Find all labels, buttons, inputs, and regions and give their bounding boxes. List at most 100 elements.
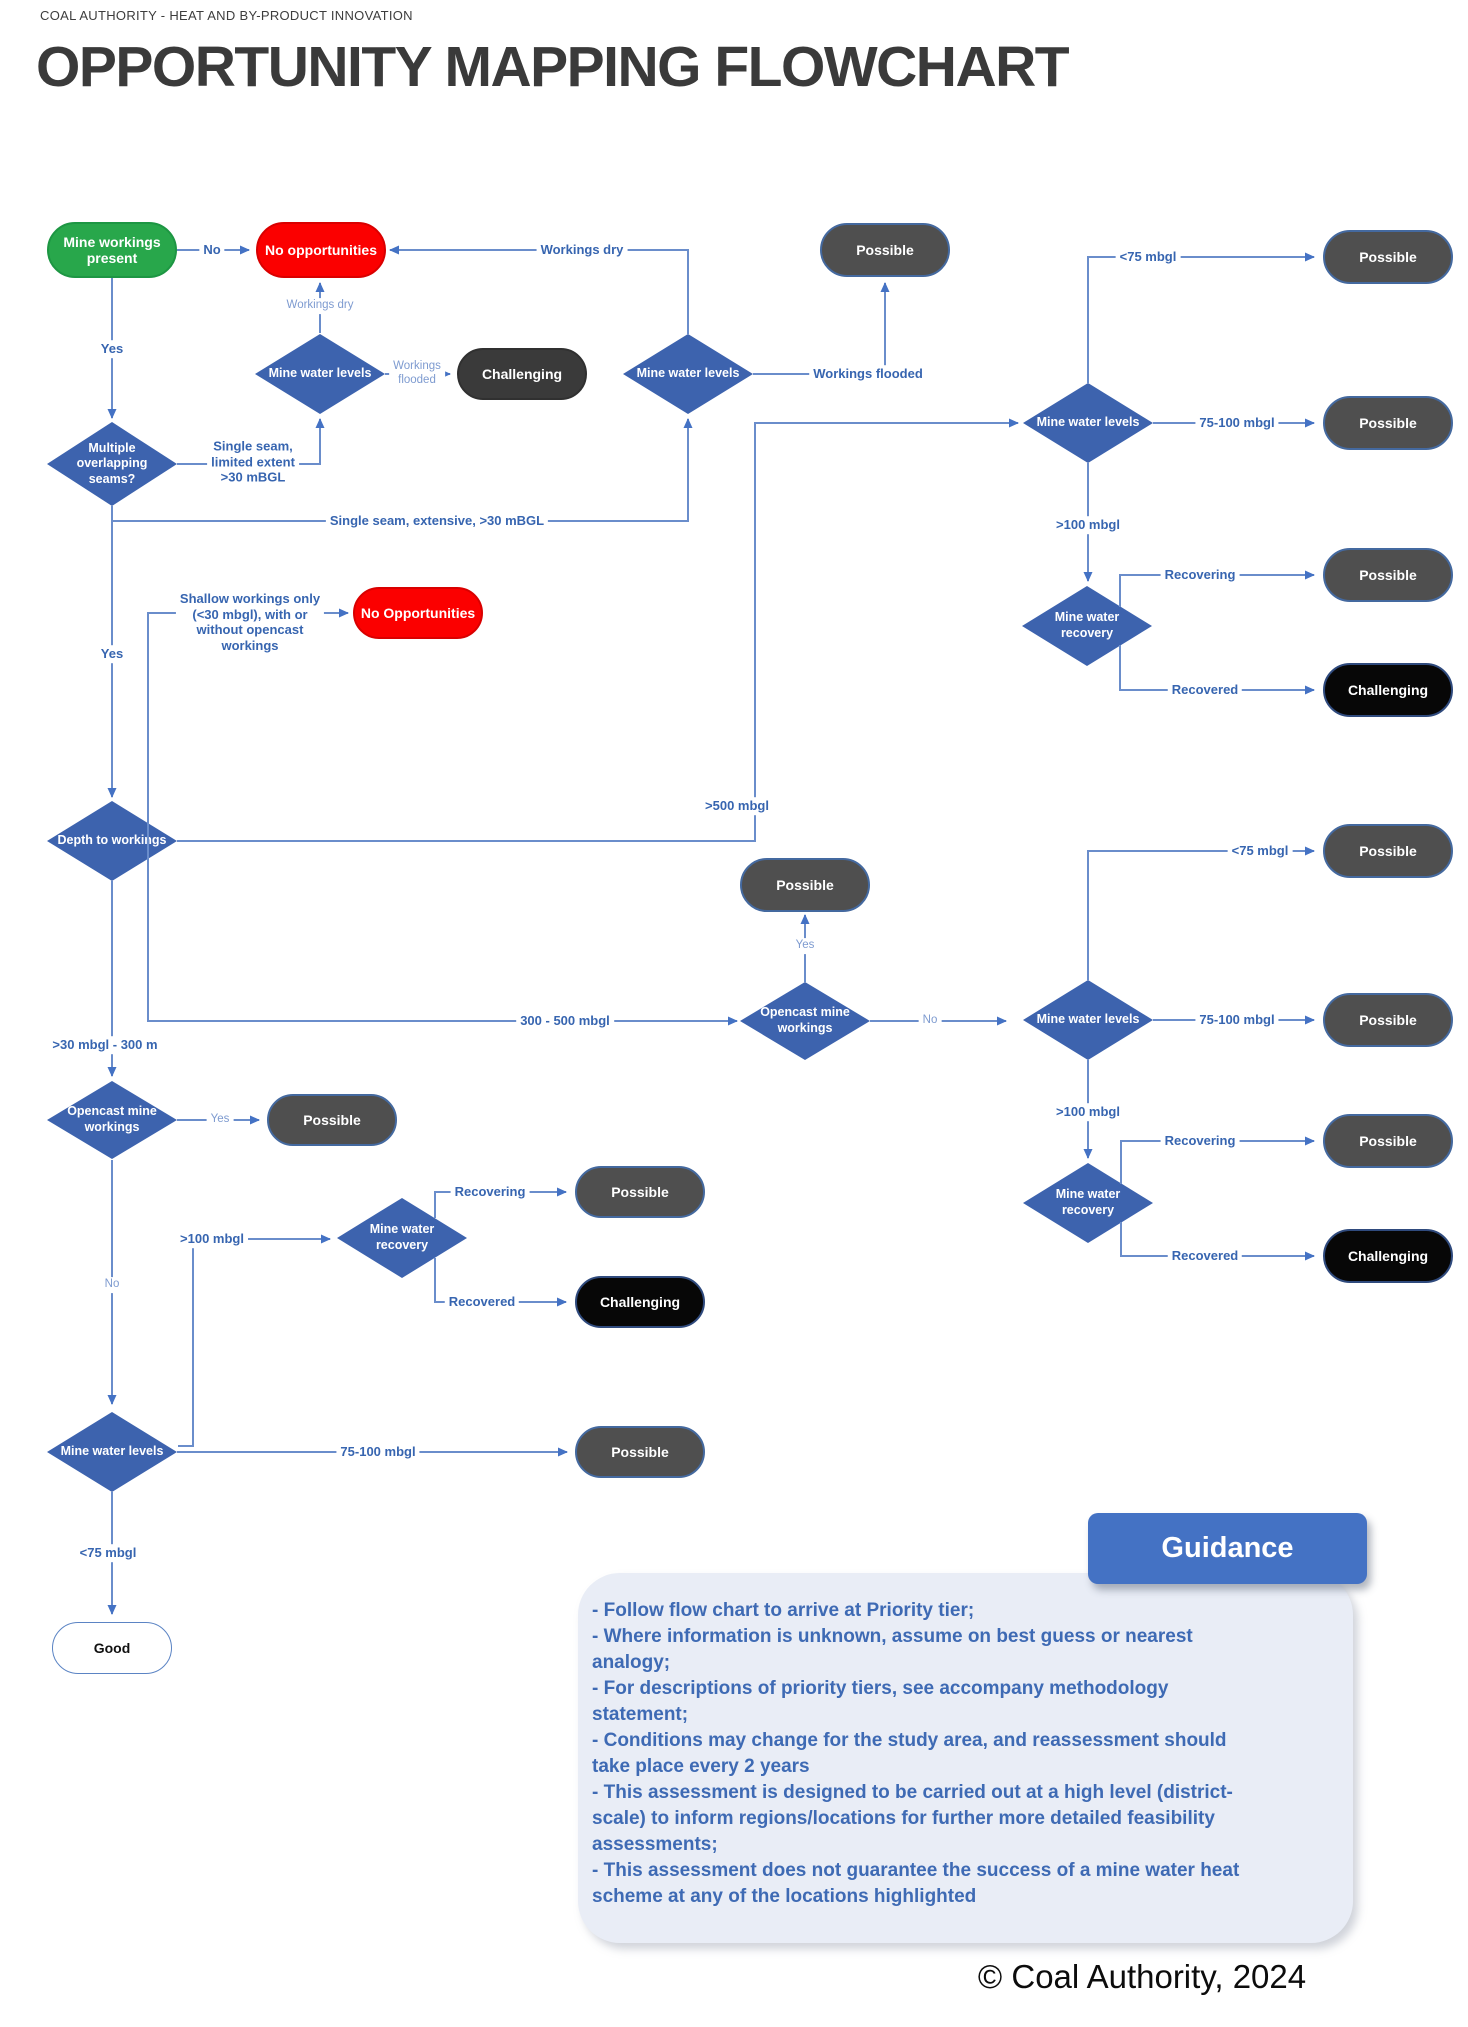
node-label: Possible	[1359, 1011, 1417, 1028]
node-label: No opportunities	[265, 241, 377, 258]
edge-label-yes-3: Yes	[791, 938, 819, 954]
edge-label-lt75-right-top: <75 mbgl	[1115, 248, 1181, 266]
edge-mwl2-flooded	[753, 282, 890, 375]
edge-label-workings-dry-small: Workings dry	[282, 298, 358, 314]
node-challenging-right-bottom: Challenging	[1323, 1229, 1453, 1283]
edge-label-recovered-right-bottom: Recovered	[1167, 1247, 1243, 1265]
edge-label-yes-4: Yes	[206, 1112, 234, 1128]
node-label: Opencast mine workings	[760, 1005, 850, 1035]
node-label: Multiple overlapping seams?	[76, 440, 148, 486]
edge-label-recovering-right-top: Recovering	[1160, 566, 1240, 584]
edge-depth-300-500	[147, 841, 738, 1026]
decision-mine-water-recovery-left: Mine water recovery	[337, 1198, 467, 1278]
page-title: OPPORTUNITY MAPPING FLOWCHART	[36, 35, 1070, 99]
guidance-title: Guidance	[1088, 1513, 1367, 1584]
node-label: Mine water recovery	[1054, 610, 1120, 640]
edge-label-yes-1: Yes	[96, 340, 128, 358]
node-label: Mine water recovery	[1055, 1187, 1121, 1217]
node-possible-rightbottom-recovering: Possible	[1323, 1114, 1453, 1168]
node-start-mine-workings-present: Mine workings present	[47, 222, 177, 278]
node-label: Possible	[856, 241, 914, 258]
node-possible-mid: Possible	[740, 858, 870, 912]
node-label: Depth to workings	[57, 833, 167, 848]
node-no-opportunities-top: No opportunities	[256, 222, 386, 278]
decision-opencast-mine-workings-left: Opencast mine workings	[47, 1081, 177, 1159]
edge-mwlrt-lt75	[1087, 252, 1315, 383]
edge-label-no-1: No	[199, 241, 225, 259]
edge-label-75100-bottom: 75-100 mbgl	[336, 1443, 420, 1461]
node-label: Mine water recovery	[369, 1222, 435, 1252]
node-label: Possible	[1359, 842, 1417, 859]
node-possible-leftbottom-recovering: Possible	[575, 1166, 705, 1218]
decision-depth-to-workings: Depth to workings	[47, 801, 177, 881]
edge-mwlrm-lt75	[1087, 846, 1315, 980]
edge-label-shallow-workings: Shallow workings only (<30 mbgl), with o…	[175, 589, 325, 655]
edge-label-lt75-bottom: <75 mbgl	[75, 1544, 141, 1562]
edge-label-workings-flooded-long: Workings flooded	[809, 365, 927, 383]
edge-label-no-2: No	[918, 1013, 942, 1029]
node-possible-rightmid-lt75: Possible	[1323, 824, 1453, 878]
node-label: Challenging	[1347, 1247, 1429, 1264]
node-label: Mine water levels	[1036, 1012, 1140, 1027]
edge-label-75100-right-top: 75-100 mbgl	[1195, 414, 1279, 432]
edge-label-gt100-right-bottom: >100 mbgl	[1052, 1103, 1124, 1121]
node-possible-right-lt75: Possible	[1323, 230, 1453, 284]
node-good: Good	[52, 1622, 172, 1674]
node-label: Opencast mine workings	[67, 1104, 157, 1134]
node-possible-top: Possible	[820, 223, 950, 277]
node-label: Mine water levels	[1036, 415, 1140, 430]
node-label: Possible	[303, 1111, 361, 1128]
node-label: Good	[93, 1639, 131, 1656]
node-label: Possible	[611, 1183, 669, 1200]
edge-label-no-3: No	[100, 1277, 124, 1293]
node-possible-right-recovering: Possible	[1323, 548, 1453, 602]
node-no-opportunities-mid: No Opportunities	[353, 587, 483, 639]
node-label: Mine water levels	[60, 1444, 164, 1459]
node-possible-rightmid-75100: Possible	[1323, 993, 1453, 1047]
node-label: Challenging	[481, 365, 563, 382]
edge-mwlbottom-gt100	[178, 1234, 331, 1447]
node-possible-left-yes: Possible	[267, 1094, 397, 1146]
edge-label-recovering-left-bottom: Recovering	[450, 1183, 530, 1201]
node-label: Possible	[1359, 248, 1417, 265]
node-label: Possible	[776, 876, 834, 893]
node-label: Mine workings present	[63, 233, 161, 266]
node-label: Possible	[1359, 566, 1417, 583]
decision-mine-water-levels-1: Mine water levels	[255, 334, 385, 414]
node-label: Mine water levels	[636, 366, 740, 381]
node-label: Challenging	[599, 1293, 681, 1310]
decision-mine-water-recovery-right-bottom: Mine water recovery	[1023, 1163, 1153, 1243]
document-eyebrow: COAL AUTHORITY - HEAT AND BY-PRODUCT INN…	[40, 8, 413, 23]
node-label: Mine water levels	[268, 366, 372, 381]
edge-label-single-seam-extensive: Single seam, extensive, >30 mBGL	[325, 512, 549, 530]
copyright-text: © Coal Authority, 2024	[977, 1958, 1307, 1995]
node-possible-bottom-75100: Possible	[575, 1426, 705, 1478]
decision-mine-water-recovery-right-top: Mine water recovery	[1022, 586, 1152, 666]
edge-label-single-seam-limited: Single seam, limited extent >30 mBGL	[207, 437, 299, 487]
edge-mwl2-dry	[389, 245, 689, 334]
decision-opencast-mine-workings-mid: Opencast mine workings	[740, 982, 870, 1060]
decision-mine-water-levels-right-mid: Mine water levels	[1023, 980, 1153, 1060]
edge-label-recovered-right-top: Recovered	[1167, 681, 1243, 699]
decision-mine-water-levels-right-top: Mine water levels	[1023, 383, 1153, 463]
decision-mine-water-levels-2: Mine water levels	[623, 334, 753, 414]
decision-multiple-overlapping-seams: Multiple overlapping seams?	[47, 422, 177, 506]
node-challenging-right-top: Challenging	[1323, 663, 1453, 717]
edge-label-lt75-right-mid: <75 mbgl	[1227, 842, 1293, 860]
node-label: Possible	[1359, 414, 1417, 431]
edge-label-recovering-right-bottom: Recovering	[1160, 1132, 1240, 1150]
edge-singleseam-extensive	[111, 418, 693, 522]
node-label: Possible	[1359, 1132, 1417, 1149]
decision-mine-water-levels-bottom: Mine water levels	[47, 1412, 177, 1492]
edge-label-75100-right-mid: 75-100 mbgl	[1195, 1011, 1279, 1029]
edge-label-gt100-right-top: >100 mbgl	[1052, 516, 1124, 534]
edge-label-workings-flooded-small: Workings flooded	[389, 359, 445, 389]
guidance-body-text: - Follow flow chart to arrive at Priorit…	[592, 1600, 1240, 1907]
edge-label-gt30-300: >30 mbgl - 300 m	[48, 1036, 162, 1054]
edge-label-gt100-left-bottom: >100 mbgl	[176, 1230, 248, 1248]
node-label: Challenging	[1347, 681, 1429, 698]
edge-label-yes-2: Yes	[96, 645, 128, 663]
edge-label-workings-dry-long: Workings dry	[536, 241, 628, 259]
node-challenging-left-bottom: Challenging	[575, 1276, 705, 1328]
